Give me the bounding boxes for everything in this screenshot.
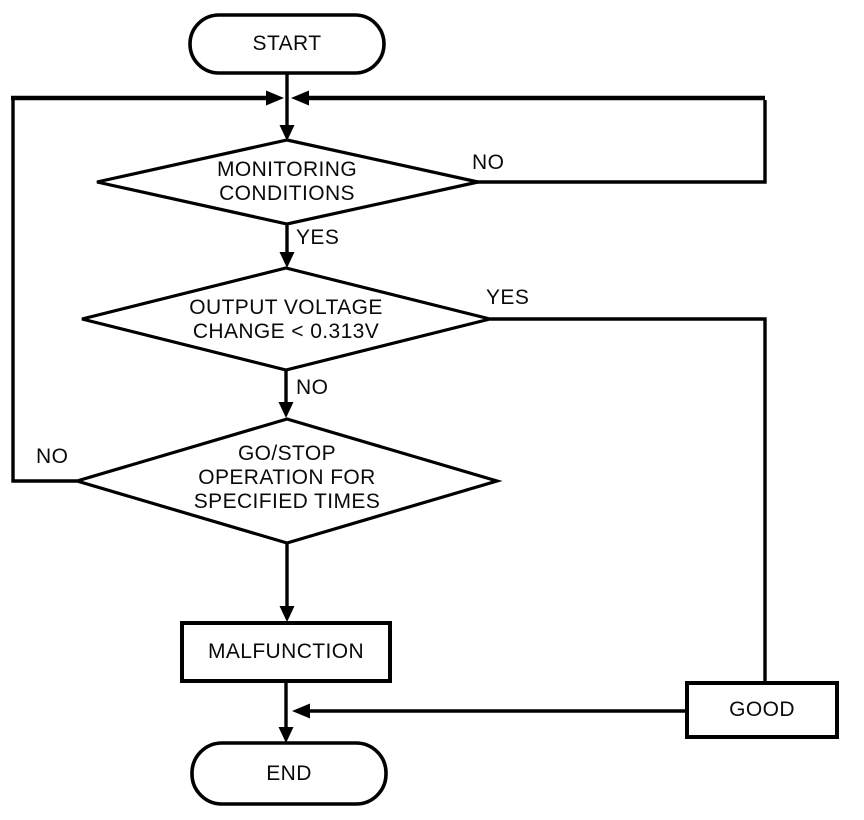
arrowhead-into-monitoring [279, 125, 295, 141]
voltage-line-2: CHANGE < 0.313V [192, 320, 380, 343]
arrowhead-into-end [278, 727, 294, 743]
gostop-line-2: OPERATION FOR [198, 466, 376, 489]
end-terminator-shape [190, 741, 388, 806]
start-terminator-shape [188, 13, 386, 75]
edges [11, 73, 767, 730]
gostop-no-label: NO [36, 445, 69, 468]
gostop-decision-diamond [71, 417, 503, 545]
gostop-line-1: GO/STOP [237, 442, 337, 465]
edge-gostop-no-loop [11, 98, 77, 483]
arrowhead-into-voltage [279, 252, 295, 268]
end-node-label: END [192, 743, 386, 804]
voltage-line-1: OUTPUT VOLTAGE [189, 296, 383, 319]
arrowhead-good-into-end-line [292, 703, 310, 719]
monitoring-decision-diamond [96, 138, 479, 226]
good-text: GOOD [729, 698, 795, 721]
malfunction-node-label: MALFUNCTION [182, 623, 390, 681]
arrowhead-into-malfunction [279, 606, 295, 622]
node-shapes [71, 13, 839, 806]
gostop-node-label: GO/STOP OPERATION FOR SPECIFIED TIMES [152, 442, 422, 514]
malfunction-text: MALFUNCTION [207, 640, 365, 663]
edge-monitoring-no-loop [477, 100, 767, 184]
start-node-label: START [190, 15, 384, 73]
voltage-decision-diamond [81, 266, 491, 372]
arrowheads [266, 90, 310, 743]
voltage-yes-label: YES [486, 286, 530, 309]
arrowhead-left-loop-into-junction [266, 90, 284, 106]
good-node-label: GOOD [687, 683, 837, 737]
voltage-no-label: NO [296, 376, 329, 399]
arrowhead-into-gostop [278, 402, 294, 418]
monitoring-no-label: NO [472, 151, 505, 174]
monitoring-line-2: CONDITIONS [219, 182, 355, 205]
end-text: END [266, 761, 312, 785]
monitoring-yes-label: YES [296, 226, 340, 249]
monitoring-line-1: MONITORING [216, 158, 358, 181]
start-text: START [252, 32, 322, 55]
gostop-line-3: SPECIFIED TIMES [193, 490, 381, 513]
arrowhead-right-loop-into-junction [291, 90, 309, 106]
voltage-node-label: OUTPUT VOLTAGE CHANGE < 0.313V [151, 294, 421, 346]
edge-voltage-yes-to-good [490, 317, 767, 685]
good-process-box [685, 681, 839, 739]
malfunction-process-box [180, 621, 392, 683]
monitoring-node-label: MONITORING CONDITIONS [157, 156, 417, 208]
